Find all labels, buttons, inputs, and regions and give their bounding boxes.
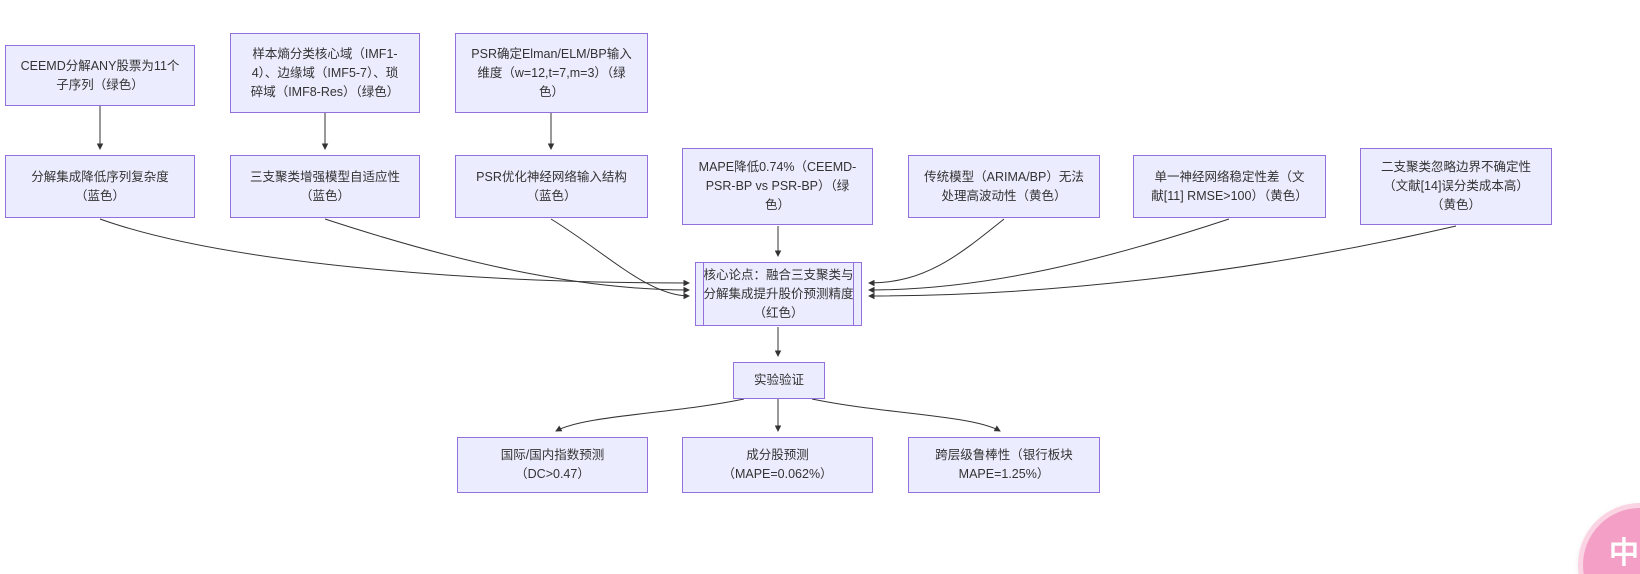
node-psr-input-dimension-label: PSR确定Elman/ELM/BP输入 维度（w=12,t=7,m=3）（绿 色… <box>471 46 632 99</box>
node-constituent-stock-prediction: 成分股预测 （MAPE=0.062%） <box>682 437 873 493</box>
node-index-prediction: 国际/国内指数预测 （DC>0.47） <box>457 437 648 493</box>
node-single-nn-instability: 单一神经网络稳定性差（文 献[11] RMSE>100）（黄色） <box>1133 155 1326 218</box>
node-ceemd-decompose: CEEMD分解ANY股票为11个 子序列（绿色） <box>5 45 195 106</box>
node-two-way-clustering-label: 二支聚类忽略边界不确定性 （文献[14]误分类成本高） （黄色） <box>1380 160 1531 212</box>
node-single-nn-instability-label: 单一神经网络稳定性差（文 献[11] RMSE>100）（黄色） <box>1151 169 1308 203</box>
subroutine-bar-right <box>853 263 854 325</box>
node-traditional-models-label: 传统模型（ARIMA/BP）无法 处理高波动性（黄色） <box>924 169 1084 203</box>
node-decomposition-ensemble: 分解集成降低序列复杂度 （蓝色） <box>5 155 195 218</box>
node-index-prediction-label: 国际/国内指数预测 （DC>0.47） <box>500 448 605 481</box>
node-psr-optimize-label: PSR优化神经网络输入结构 （蓝色） <box>476 169 627 203</box>
node-core-thesis-label: 核心论点：融合三支聚类与 分解集成提升股价预测精度 （红色） <box>703 267 854 320</box>
translate-icon: 中A <box>1609 537 1640 570</box>
node-two-way-clustering: 二支聚类忽略边界不确定性 （文献[14]误分类成本高） （黄色） <box>1360 148 1552 225</box>
node-cross-level-robustness-label: 跨层级鲁棒性（银行板块 MAPE=1.25%） <box>935 448 1073 481</box>
node-psr-optimize: PSR优化神经网络输入结构 （蓝色） <box>455 155 648 218</box>
node-cross-level-robustness: 跨层级鲁棒性（银行板块 MAPE=1.25%） <box>908 437 1100 493</box>
node-sample-entropy-label: 样本熵分类核心域（IMF1- 4）、边缘域（IMF5-7）、琐 碎域（IMF8-… <box>250 46 400 99</box>
subroutine-bar-left <box>703 263 704 325</box>
translate-badge[interactable]: 中A <box>1578 503 1640 574</box>
node-traditional-models: 传统模型（ARIMA/BP）无法 处理高波动性（黄色） <box>908 155 1100 218</box>
node-experiment-validation: 实验验证 <box>733 362 825 399</box>
node-mape-reduction-label: MAPE降低0.74%（CEEMD- PSR-BP vs PSR-BP）（绿 色… <box>698 160 857 212</box>
node-sample-entropy: 样本熵分类核心域（IMF1- 4）、边缘域（IMF5-7）、琐 碎域（IMF8-… <box>230 33 420 113</box>
node-ceemd-decompose-label: CEEMD分解ANY股票为11个 子序列（绿色） <box>20 58 180 92</box>
node-three-way-clustering: 三支聚类增强模型自适应性 （蓝色） <box>230 155 420 218</box>
node-experiment-validation-label: 实验验证 <box>753 373 804 387</box>
node-constituent-stock-prediction-label: 成分股预测 （MAPE=0.062%） <box>722 448 833 481</box>
node-mape-reduction: MAPE降低0.74%（CEEMD- PSR-BP vs PSR-BP）（绿 色… <box>682 148 873 225</box>
node-psr-input-dimension: PSR确定Elman/ELM/BP输入 维度（w=12,t=7,m=3）（绿 色… <box>455 33 648 113</box>
node-decomposition-ensemble-label: 分解集成降低序列复杂度 （蓝色） <box>31 169 169 203</box>
node-core-thesis: 核心论点：融合三支聚类与 分解集成提升股价预测精度 （红色） <box>695 262 862 326</box>
node-three-way-clustering-label: 三支聚类增强模型自适应性 （蓝色） <box>249 169 400 203</box>
